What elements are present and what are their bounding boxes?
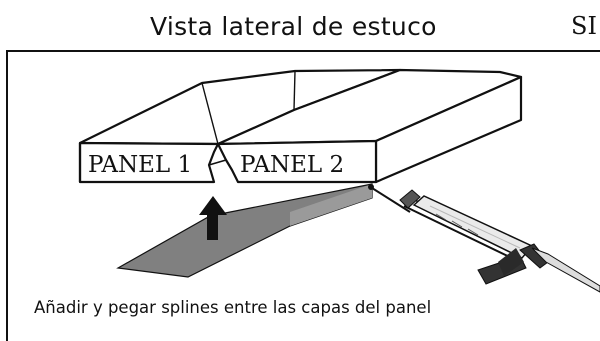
caulking-gun-icon (368, 184, 600, 293)
diagram-frame (6, 50, 600, 341)
panel-2-label: PANEL 2 (240, 152, 344, 178)
up-arrow-icon (199, 196, 227, 240)
instruction-caption: Añadir y pegar splines entre las capas d… (34, 298, 432, 317)
diagram-title: Vista lateral de estuco (150, 12, 437, 41)
spline-board (116, 183, 373, 278)
panel-1-label: PANEL 1 (88, 152, 192, 178)
panel-2-block (201, 68, 523, 184)
secondary-title-fragment: SI (571, 12, 597, 40)
